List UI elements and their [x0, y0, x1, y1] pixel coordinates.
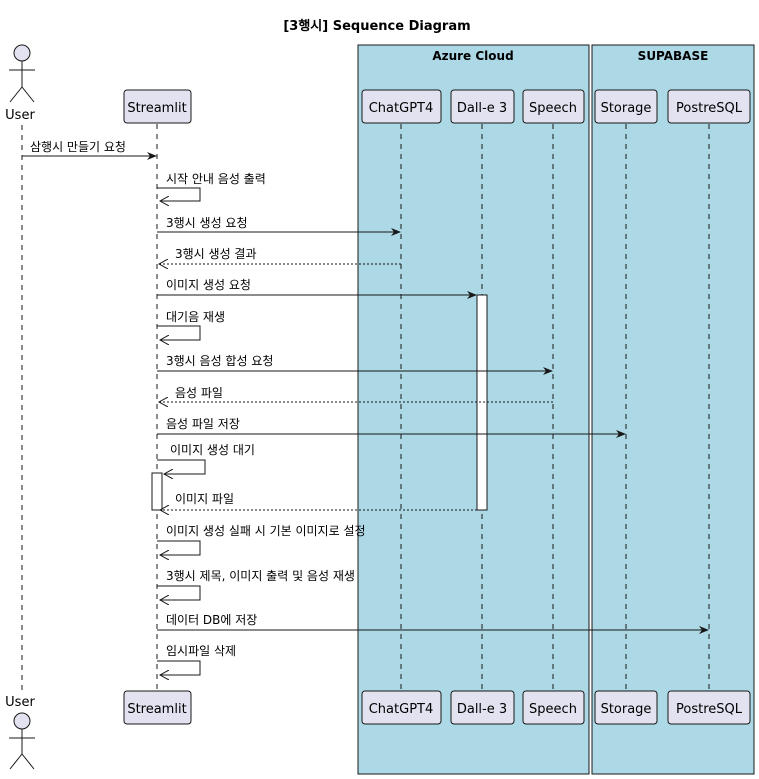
- participant-postgres-top: PostreSQL: [667, 89, 751, 124]
- participant-speech-label: Speech: [529, 702, 577, 717]
- participant-speech-top: Speech: [522, 89, 585, 124]
- participant-chatgpt-bottom: ChatGPT4: [361, 690, 442, 725]
- participant-streamlit-bottom: Streamlit: [123, 690, 192, 725]
- participant-postgres-label: PostreSQL: [676, 702, 743, 717]
- group-azure-label: Azure Cloud: [432, 49, 513, 63]
- message-8: 음성 파일: [159, 386, 553, 402]
- actor-head-icon: [13, 44, 31, 62]
- participant-streamlit-label: Streamlit: [127, 101, 186, 116]
- lifelines: [21, 124, 710, 695]
- message-label: 시작 안내 음성 출력: [166, 172, 266, 186]
- message-label: 대기음 재생: [166, 310, 225, 324]
- message-label: 이미지 생성 대기: [170, 443, 255, 457]
- participant-user-top: User: [5, 44, 35, 123]
- activation-streamlit: [151, 472, 163, 511]
- participant-postgres-label: PostreSQL: [676, 101, 743, 116]
- participant-chatgpt-label: ChatGPT4: [369, 702, 434, 717]
- message-label: 삼행시 만들기 요청: [30, 139, 126, 154]
- participant-storage-label: Storage: [601, 702, 652, 717]
- participant-storage-bottom: Storage: [594, 690, 658, 725]
- message-2: 시작 안내 음성 출력: [157, 172, 266, 201]
- participant-chatgpt-top: ChatGPT4: [361, 89, 442, 124]
- message-label: 임시파일 삭제: [166, 644, 236, 658]
- participant-dalle-bottom: Dall-e 3: [450, 690, 515, 725]
- message-1: 삼행시 만들기 요청: [22, 139, 157, 160]
- message-label: 3행시 음성 합성 요청: [166, 353, 273, 368]
- participant-speech-bottom: Speech: [522, 690, 585, 725]
- message-label: 이미지 생성 요청: [166, 278, 251, 292]
- message-5: 이미지 생성 요청: [157, 278, 477, 299]
- message-6: 대기음 재생: [157, 310, 225, 340]
- message-label: 3행시 제목, 이미지 출력 및 음성 재생: [166, 568, 355, 583]
- diagram-title: [3행시] Sequence Diagram: [283, 18, 470, 34]
- participant-user-bottom: User: [5, 695, 35, 770]
- participant-storage-label: Storage: [601, 101, 652, 116]
- participant-chatgpt-label: ChatGPT4: [369, 101, 434, 116]
- message-13: 3행시 제목, 이미지 출력 및 음성 재생: [157, 568, 355, 600]
- message-label: 3행시 생성 결과: [175, 246, 257, 261]
- participant-storage-top: Storage: [594, 89, 658, 124]
- message-label: 이미지 생성 실패 시 기본 이미지로 설정: [166, 524, 366, 538]
- message-10: 이미지 생성 대기: [157, 443, 255, 474]
- participant-dalle-label: Dall-e 3: [457, 101, 507, 116]
- participant-speech-label: Speech: [529, 101, 577, 116]
- group-supabase-label: SUPABASE: [638, 49, 709, 63]
- message-label: 데이터 DB에 저장: [166, 613, 257, 627]
- participant-dalle-label: Dall-e 3: [457, 702, 507, 717]
- message-4: 3행시 생성 결과: [159, 246, 401, 264]
- participant-streamlit-label: Streamlit: [127, 702, 186, 717]
- message-12: 이미지 생성 실패 시 기본 이미지로 설정: [157, 524, 366, 555]
- group-supabase: SUPABASE: [591, 44, 755, 775]
- message-label: 음성 파일 저장: [166, 417, 240, 431]
- message-11: 이미지 파일: [160, 492, 477, 510]
- message-7: 3행시 음성 합성 요청: [157, 353, 553, 375]
- participant-streamlit-top: Streamlit: [123, 89, 192, 124]
- actor-head-icon: [13, 712, 31, 730]
- participant-user-label: User: [5, 108, 35, 123]
- message-label: 음성 파일: [175, 386, 223, 400]
- activation-dalle: [476, 294, 488, 511]
- message-14: 데이터 DB에 저장: [157, 613, 709, 634]
- group-azure: Azure Cloud: [357, 44, 590, 775]
- participant-dalle-top: Dall-e 3: [450, 89, 515, 124]
- message-label: 이미지 파일: [175, 492, 234, 506]
- message-label: 3행시 생성 요청: [166, 215, 248, 230]
- participant-postgres-bottom: PostreSQL: [667, 690, 751, 725]
- message-3: 3행시 생성 요청: [157, 215, 401, 236]
- message-9: 음성 파일 저장: [157, 417, 626, 438]
- participant-user-label: User: [5, 695, 35, 710]
- message-15: 임시파일 삭제: [157, 644, 236, 675]
